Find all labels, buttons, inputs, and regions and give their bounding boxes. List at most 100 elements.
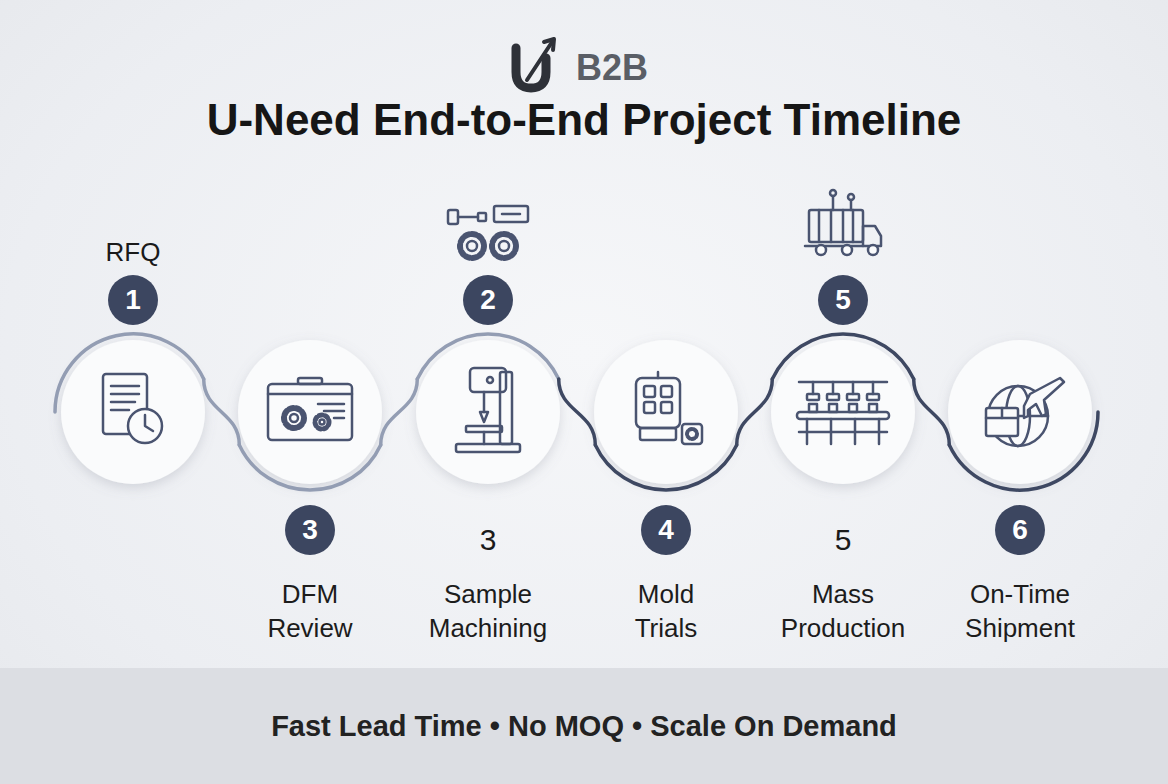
step-label: Mold Trials <box>606 577 726 645</box>
icon-stroke <box>499 241 509 251</box>
icon-stroke <box>478 213 486 221</box>
icon-stroke <box>661 386 672 397</box>
icon-stroke <box>494 206 528 222</box>
step-badge: 6 <box>995 505 1045 555</box>
icon-stroke <box>986 408 1018 436</box>
icon-stroke <box>1001 408 1004 418</box>
icon-stroke <box>863 226 881 246</box>
icon-stroke <box>103 374 162 443</box>
step-badge: 2 <box>463 275 513 325</box>
icon-stroke <box>809 210 863 242</box>
step-node: 4Mold Trials <box>594 340 738 484</box>
icon-stroke <box>502 213 520 216</box>
icon-stroke <box>298 378 322 384</box>
icon-stroke <box>324 410 344 413</box>
icon-stroke <box>290 414 298 422</box>
icon-stroke <box>867 394 879 400</box>
icon-stroke <box>644 386 655 397</box>
icon-stroke <box>527 42 552 80</box>
icon-stroke <box>268 384 352 440</box>
icon-stroke <box>852 382 855 394</box>
icon-stroke <box>594 340 738 484</box>
step-label: DFM Review <box>245 577 375 645</box>
icon-stroke <box>458 216 478 219</box>
diagram-title: U-Need End-to-End Project Timeline <box>0 94 1168 146</box>
icon-stroke <box>948 340 1092 484</box>
step-badge: 1 <box>108 275 158 325</box>
icon-stroke <box>644 402 655 413</box>
step-node: 23Sample Machining <box>416 340 560 484</box>
icon-stroke <box>850 200 853 210</box>
icon-stroke <box>797 382 889 444</box>
brand-label: B2B <box>576 48 648 88</box>
step-badge: 4 <box>641 505 691 555</box>
icon-stroke <box>111 401 135 404</box>
step-icons <box>103 190 1064 452</box>
icon-stroke <box>470 368 506 392</box>
icon-stroke <box>483 432 486 444</box>
icon-stroke <box>448 206 528 258</box>
wave-arcs <box>55 334 1098 490</box>
step-number: 5 <box>835 523 852 557</box>
icon-stroke <box>797 412 889 419</box>
slogan-band: Fast Lead Time • No MOQ • Scale On Deman… <box>0 668 1168 784</box>
icon-stroke <box>636 378 680 428</box>
icon-stroke <box>334 417 344 420</box>
icon-stroke <box>320 420 325 425</box>
icon-stroke <box>487 377 493 383</box>
icon-stroke <box>61 340 205 484</box>
slogan-text: Fast Lead Time • No MOQ • Scale On Deman… <box>271 710 897 743</box>
icon-stroke <box>448 210 458 224</box>
icon-stroke <box>842 210 845 242</box>
icon-stroke <box>832 196 835 210</box>
icon-stroke <box>483 392 486 412</box>
icon-stroke <box>516 48 546 88</box>
icon-stroke <box>832 382 835 394</box>
icon-stroke <box>145 415 153 431</box>
icon-stroke <box>460 234 484 258</box>
wave-connector <box>559 379 596 445</box>
icon-stroke <box>467 241 477 251</box>
step-node: 6On-Time Shipment <box>948 340 1092 484</box>
icon-stroke <box>847 394 859 400</box>
icon-stroke <box>805 190 881 255</box>
icon-stroke <box>682 424 702 444</box>
icon-stroke <box>416 340 560 484</box>
icon-stroke <box>805 245 863 248</box>
step-node: 3DFM Review <box>238 340 382 484</box>
icon-stroke <box>818 210 821 242</box>
icon-stroke <box>268 393 352 396</box>
icon-stroke <box>128 409 162 443</box>
icon-stroke <box>661 402 672 413</box>
icon-stroke <box>238 340 382 484</box>
icon-stroke <box>816 245 826 255</box>
icon-stroke <box>111 385 139 388</box>
icon-stroke <box>111 409 129 412</box>
icon-stroke <box>827 394 839 400</box>
icon-stroke <box>799 431 887 434</box>
icon-stroke <box>657 372 660 378</box>
icon-stroke <box>315 415 329 429</box>
step-node: 55Mass Production <box>771 340 915 484</box>
icon-stroke <box>318 403 344 406</box>
icon-stroke <box>544 39 554 50</box>
icon-stroke <box>636 372 702 444</box>
icon-stroke <box>492 234 516 258</box>
icon-stroke <box>830 210 833 242</box>
step-node: RFQ1 <box>61 340 205 484</box>
wave-connector <box>204 379 240 445</box>
wave-connector <box>737 379 773 445</box>
wave-connector <box>381 379 418 445</box>
icon-stroke <box>268 378 352 440</box>
icon-stroke <box>640 428 676 440</box>
icon-stroke <box>830 190 836 196</box>
icon-stroke <box>812 382 815 394</box>
icon-stroke <box>807 394 819 400</box>
step-label: On-Time Shipment <box>945 577 1095 645</box>
logo-mark <box>516 39 554 88</box>
step-heading: RFQ <box>106 237 161 267</box>
icon-stroke <box>284 408 304 428</box>
icon-stroke <box>772 334 913 379</box>
icon-stroke <box>480 412 488 422</box>
icon-stroke <box>986 378 1064 446</box>
